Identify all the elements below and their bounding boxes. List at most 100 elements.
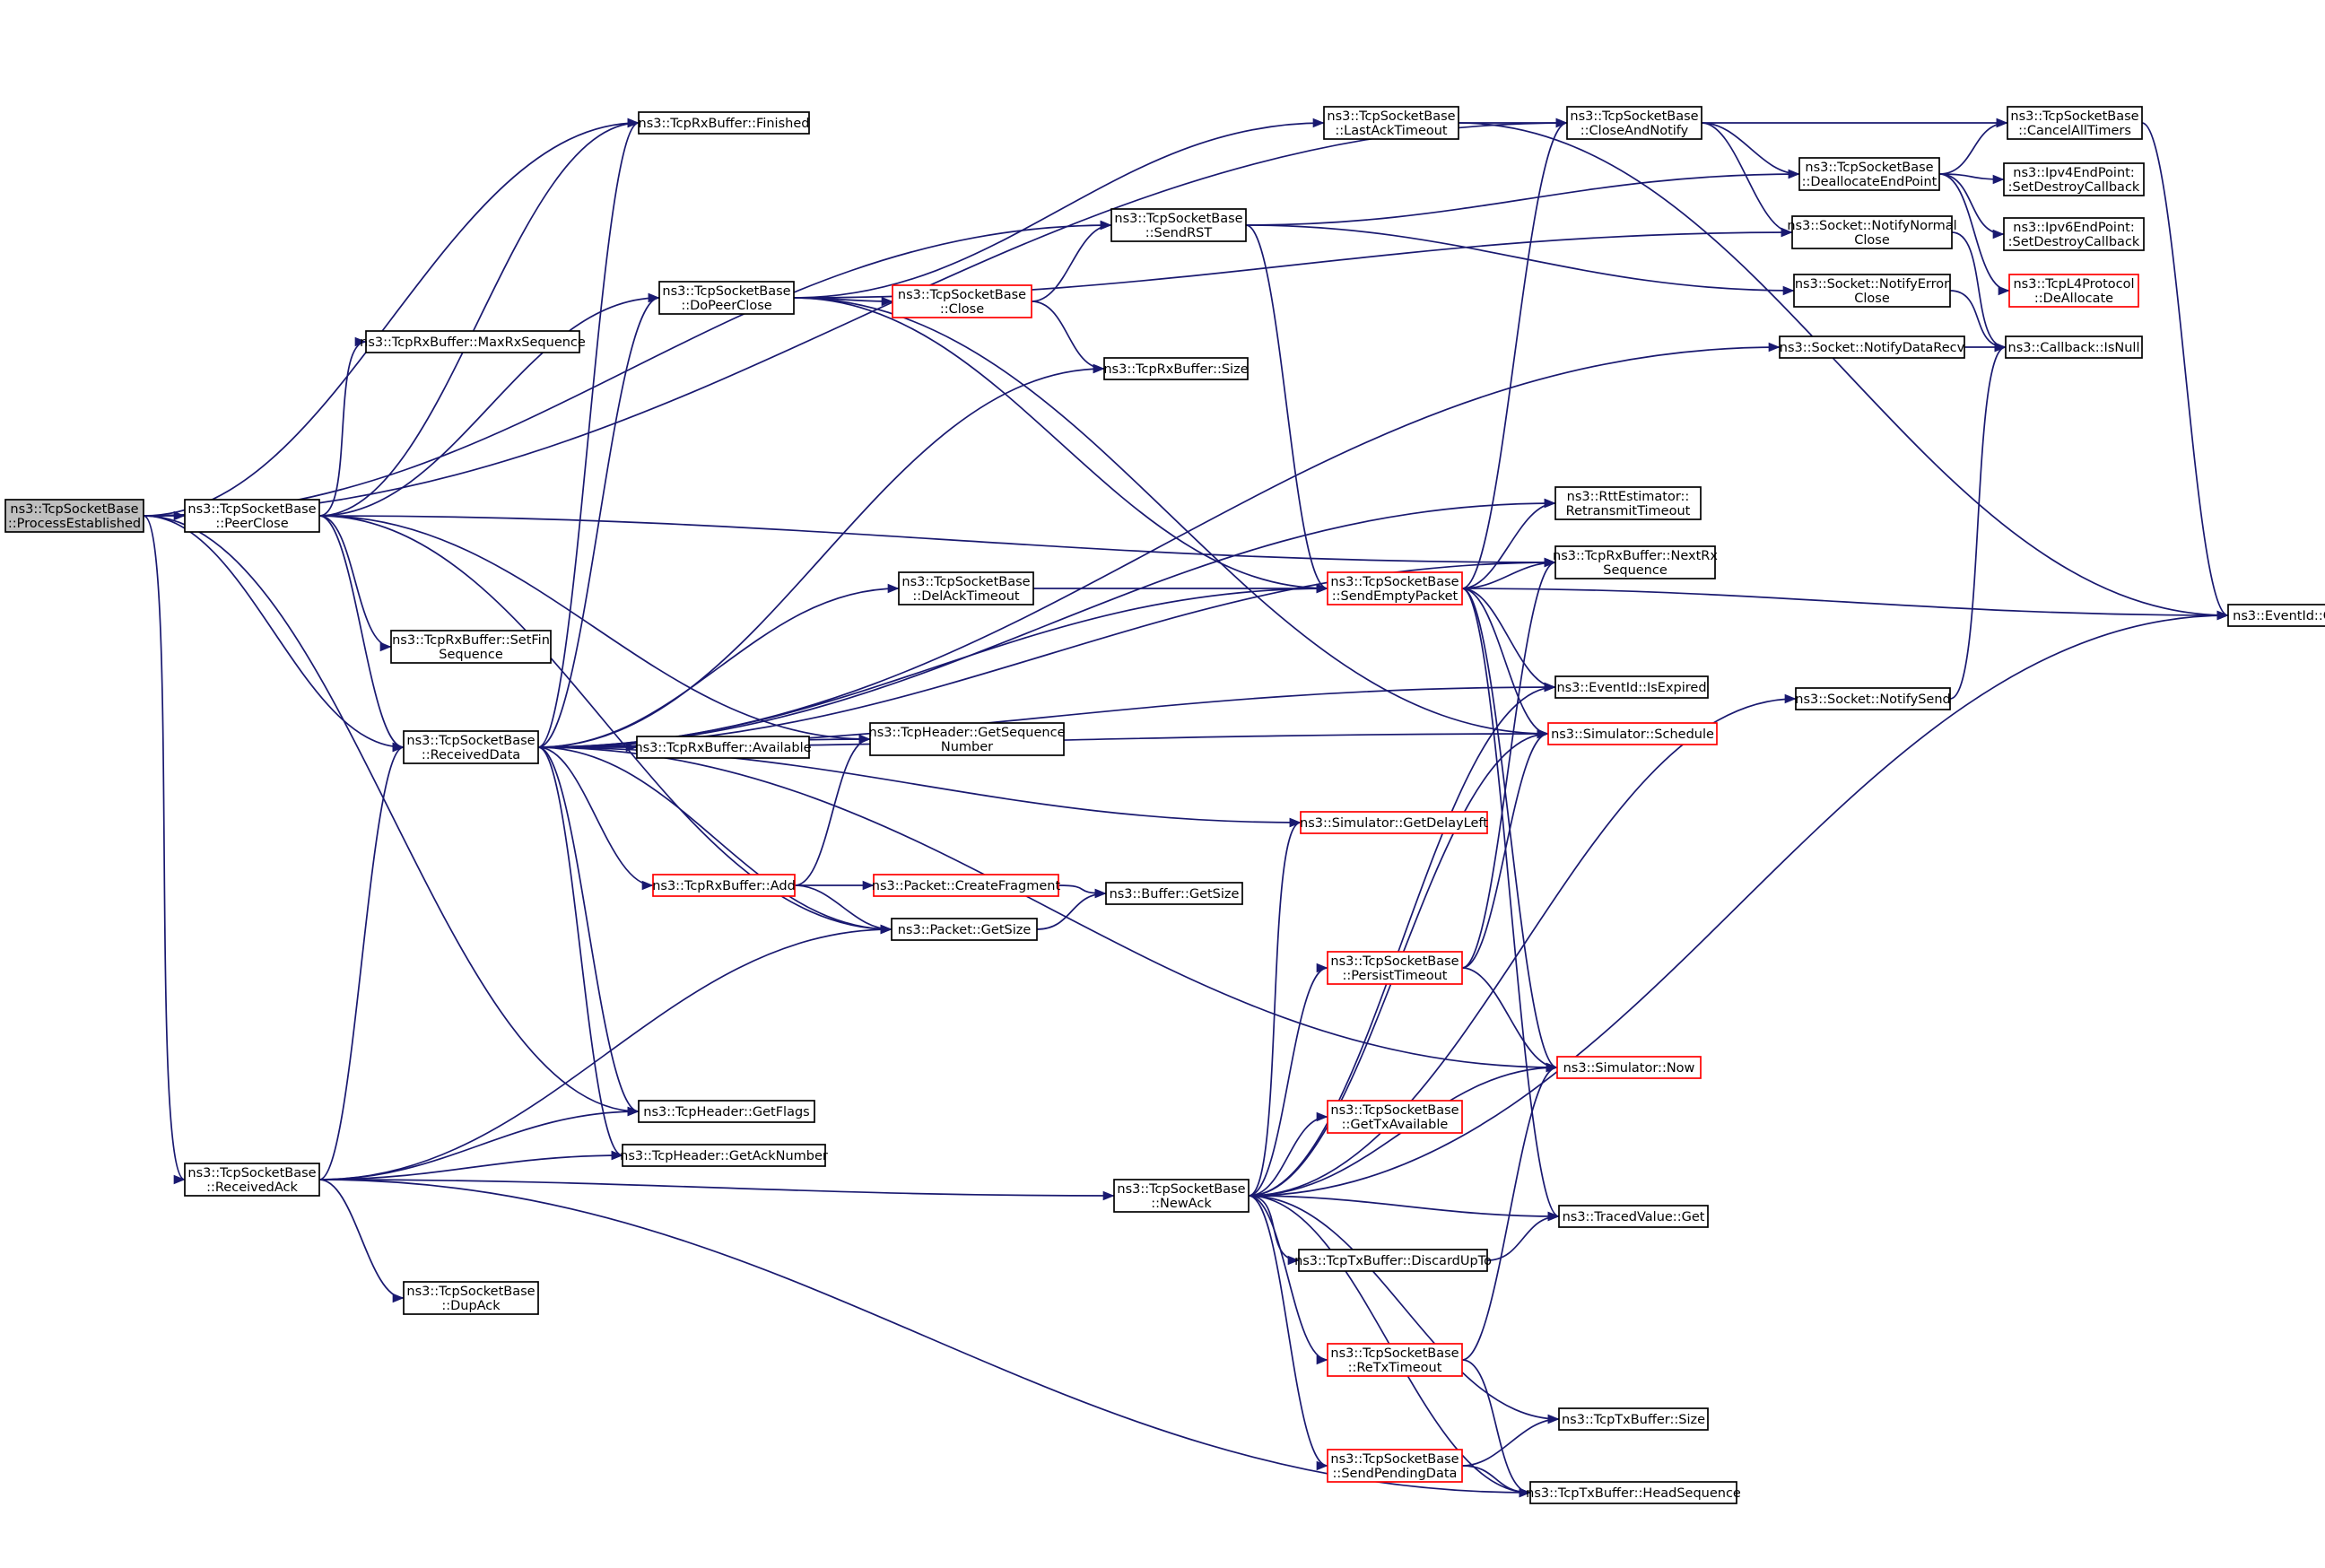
node-ipv6SetDestroy[interactable]: ns3::Ipv6EndPoint::SetDestroyCallback — [2003, 217, 2145, 251]
node-box — [1327, 1449, 1463, 1483]
node-persistTimeout[interactable]: ns3::TcpSocketBase::PersistTimeout — [1327, 951, 1463, 985]
node-txSize[interactable]: ns3::TcpTxBuffer::Size — [1558, 1407, 1709, 1431]
node-getTxAvailable[interactable]: ns3::TcpSocketBase::GetTxAvailable — [1327, 1100, 1463, 1134]
edge-close-to-rxSize — [1031, 301, 1105, 374]
node-box — [638, 1100, 815, 1123]
node-label: ::DeallocateEndPoint — [1802, 175, 1938, 189]
node-dupAck[interactable]: ns3::TcpSocketBase::DupAck — [403, 1281, 539, 1315]
node-label: ns3::RttEstimator:: — [1567, 490, 1690, 504]
edge-deallocEndPoint-to-ipv6SetDestroy — [1938, 173, 2005, 240]
node-label: ns3::TcpSocketBase — [187, 502, 316, 517]
node-l4DeAllocate[interactable]: ns3::TcpL4Protocol::DeAllocate — [2008, 274, 2139, 308]
edge-deallocEndPoint-to-cancelAllTimers — [1938, 118, 2008, 175]
node-box — [1554, 545, 1716, 579]
function-nodes: ns3::TcpSocketBase::ProcessEstablishedns… — [4, 106, 2325, 1504]
node-rxAdd[interactable]: ns3::TcpRxBuffer::Add — [652, 874, 796, 897]
node-label: ns3::TcpRxBuffer::Size — [1103, 362, 1248, 377]
node-maxRxSeq[interactable]: ns3::TcpRxBuffer::MaxRxSequence — [360, 330, 586, 353]
node-label: ::ProcessEstablished — [8, 517, 141, 531]
edge-createFragment-to-bufferGetSize — [1058, 884, 1107, 899]
node-label: ns3::TcpSocketBase — [1330, 954, 1459, 969]
node-bufferGetSize[interactable]: ns3::Buffer::GetSize — [1105, 882, 1243, 905]
node-label: ns3::TcpRxBuffer::Available — [634, 741, 811, 755]
node-label: ::SendEmptyPacket — [1332, 589, 1459, 604]
node-createFragment[interactable]: ns3::Packet::CreateFragment — [872, 874, 1061, 897]
node-label: ns3::TcpSocketBase — [898, 288, 1026, 302]
node-box — [1554, 675, 1709, 699]
edge-receivedAck-to-receivedData — [318, 742, 405, 1180]
node-receivedData[interactable]: ns3::TcpSocketBase::ReceivedData — [403, 730, 539, 764]
node-label: ns3::TcpTxBuffer::HeadSequence — [1526, 1486, 1741, 1501]
node-close[interactable]: ns3::TcpSocketBase::Close — [892, 284, 1032, 318]
node-eventCancel[interactable]: ns3::EventId::Cancel — [2227, 604, 2325, 627]
node-label: ns3::Socket::NotifySend — [1795, 693, 1950, 707]
node-rxFinished[interactable]: ns3::TcpRxBuffer::Finished — [638, 111, 810, 135]
node-box — [2007, 106, 2143, 140]
node-box — [2008, 274, 2139, 308]
node-headSeq[interactable]: ns3::TcpTxBuffer::HeadSequence — [1526, 1481, 1741, 1504]
edge-processEstablished-to-rxFinished — [143, 118, 640, 517]
node-box — [1556, 1056, 1702, 1079]
edge-sendEmptyPacket-to-tracedGet — [1461, 588, 1560, 1221]
node-doPeerClose[interactable]: ns3::TcpSocketBase::DoPeerClose — [658, 281, 795, 315]
node-rttRetransmit[interactable]: ns3::RttEstimator::RetransmitTimeout — [1554, 486, 1702, 520]
node-box — [1327, 1343, 1463, 1377]
edge-sendEmptyPacket-to-isExpired — [1461, 588, 1556, 693]
node-notifySend[interactable]: ns3::Socket::NotifySend — [1795, 687, 1951, 710]
node-rxAvailable[interactable]: ns3::TcpRxBuffer::Available — [634, 736, 812, 759]
node-box — [2003, 217, 2145, 251]
node-peerClose[interactable]: ns3::TcpSocketBase::PeerClose — [184, 499, 320, 533]
node-callbackIsNull[interactable]: ns3::Callback::IsNull — [2005, 335, 2143, 359]
node-box — [1566, 106, 1702, 140]
node-delAckTimeout[interactable]: ns3::TcpSocketBase::DelAckTimeout — [898, 571, 1034, 605]
node-closeAndNotify[interactable]: ns3::TcpSocketBase::CloseAndNotify — [1566, 106, 1702, 140]
node-label: ns3::TcpSocketBase — [662, 284, 790, 299]
edge-doPeerClose-to-sendEmptyPacket — [793, 297, 1328, 594]
node-box — [1327, 1100, 1463, 1134]
node-now[interactable]: ns3::Simulator::Now — [1556, 1056, 1702, 1079]
node-box — [1558, 1407, 1709, 1431]
node-processEstablished[interactable]: ns3::TcpSocketBase::ProcessEstablished — [4, 499, 144, 533]
node-getDelayLeft[interactable]: ns3::Simulator::GetDelayLeft — [1300, 811, 1488, 834]
node-label: ns3::TcpSocketBase — [187, 1166, 316, 1180]
node-box — [2227, 604, 2325, 627]
node-box — [403, 730, 539, 764]
edge-newAck-to-reTxTimeout — [1248, 1195, 1328, 1365]
node-lastAckTimeout[interactable]: ns3::TcpSocketBase::LastAckTimeout — [1323, 106, 1459, 140]
node-sendPendingData[interactable]: ns3::TcpSocketBase::SendPendingData — [1327, 1449, 1463, 1483]
node-discardUpTo[interactable]: ns3::TcpTxBuffer::DiscardUpTo — [1294, 1249, 1492, 1272]
node-schedule[interactable]: ns3::Simulator::Schedule — [1547, 722, 1718, 745]
node-rxSize[interactable]: ns3::TcpRxBuffer::Size — [1103, 357, 1249, 380]
node-tracedGet[interactable]: ns3::TracedValue::Get — [1558, 1205, 1709, 1228]
node-label: ::GetTxAvailable — [1342, 1118, 1449, 1132]
node-isExpired[interactable]: ns3::EventId::IsExpired — [1554, 675, 1709, 699]
node-label: ns3::TcpRxBuffer::Add — [652, 879, 796, 893]
edge-doPeerClose-to-schedule — [793, 297, 1549, 739]
node-sendEmptyPacket[interactable]: ns3::TcpSocketBase::SendEmptyPacket — [1327, 571, 1463, 605]
node-box — [1103, 357, 1249, 380]
node-deallocEndPoint[interactable]: ns3::TcpSocketBase::DeallocateEndPoint — [1798, 157, 1940, 191]
edge-receivedData-to-packetGetSize — [537, 746, 893, 935]
node-tcpGetFlags[interactable]: ns3::TcpHeader::GetFlags — [638, 1100, 815, 1123]
node-packetGetSize[interactable]: ns3::Packet::GetSize — [891, 918, 1038, 941]
node-ipv4SetDestroy[interactable]: ns3::Ipv4EndPoint::SetDestroyCallback — [2003, 162, 2145, 196]
edge-processEstablished-to-receivedAck — [143, 515, 186, 1184]
node-notifyDataRecv[interactable]: ns3::Socket::NotifyDataRecv — [1779, 335, 1965, 359]
node-sendRST[interactable]: ns3::TcpSocketBase::SendRST — [1110, 208, 1247, 242]
node-box — [892, 284, 1032, 318]
edge-sendRST-to-deallocEndPoint — [1245, 169, 1800, 226]
node-reTxTimeout[interactable]: ns3::TcpSocketBase::ReTxTimeout — [1327, 1343, 1463, 1377]
node-label: ::PersistTimeout — [1343, 969, 1448, 983]
node-cancelAllTimers[interactable]: ns3::TcpSocketBase::CancelAllTimers — [2007, 106, 2143, 140]
node-tcpGetAck[interactable]: ns3::TcpHeader::GetAckNumber — [620, 1144, 828, 1167]
node-box — [4, 499, 144, 533]
node-label: RetransmitTimeout — [1566, 504, 1691, 518]
node-receivedAck[interactable]: ns3::TcpSocketBase::ReceivedAck — [184, 1163, 320, 1197]
node-newAck[interactable]: ns3::TcpSocketBase::NewAck — [1113, 1179, 1250, 1213]
node-label: ::DoPeerClose — [681, 299, 771, 313]
